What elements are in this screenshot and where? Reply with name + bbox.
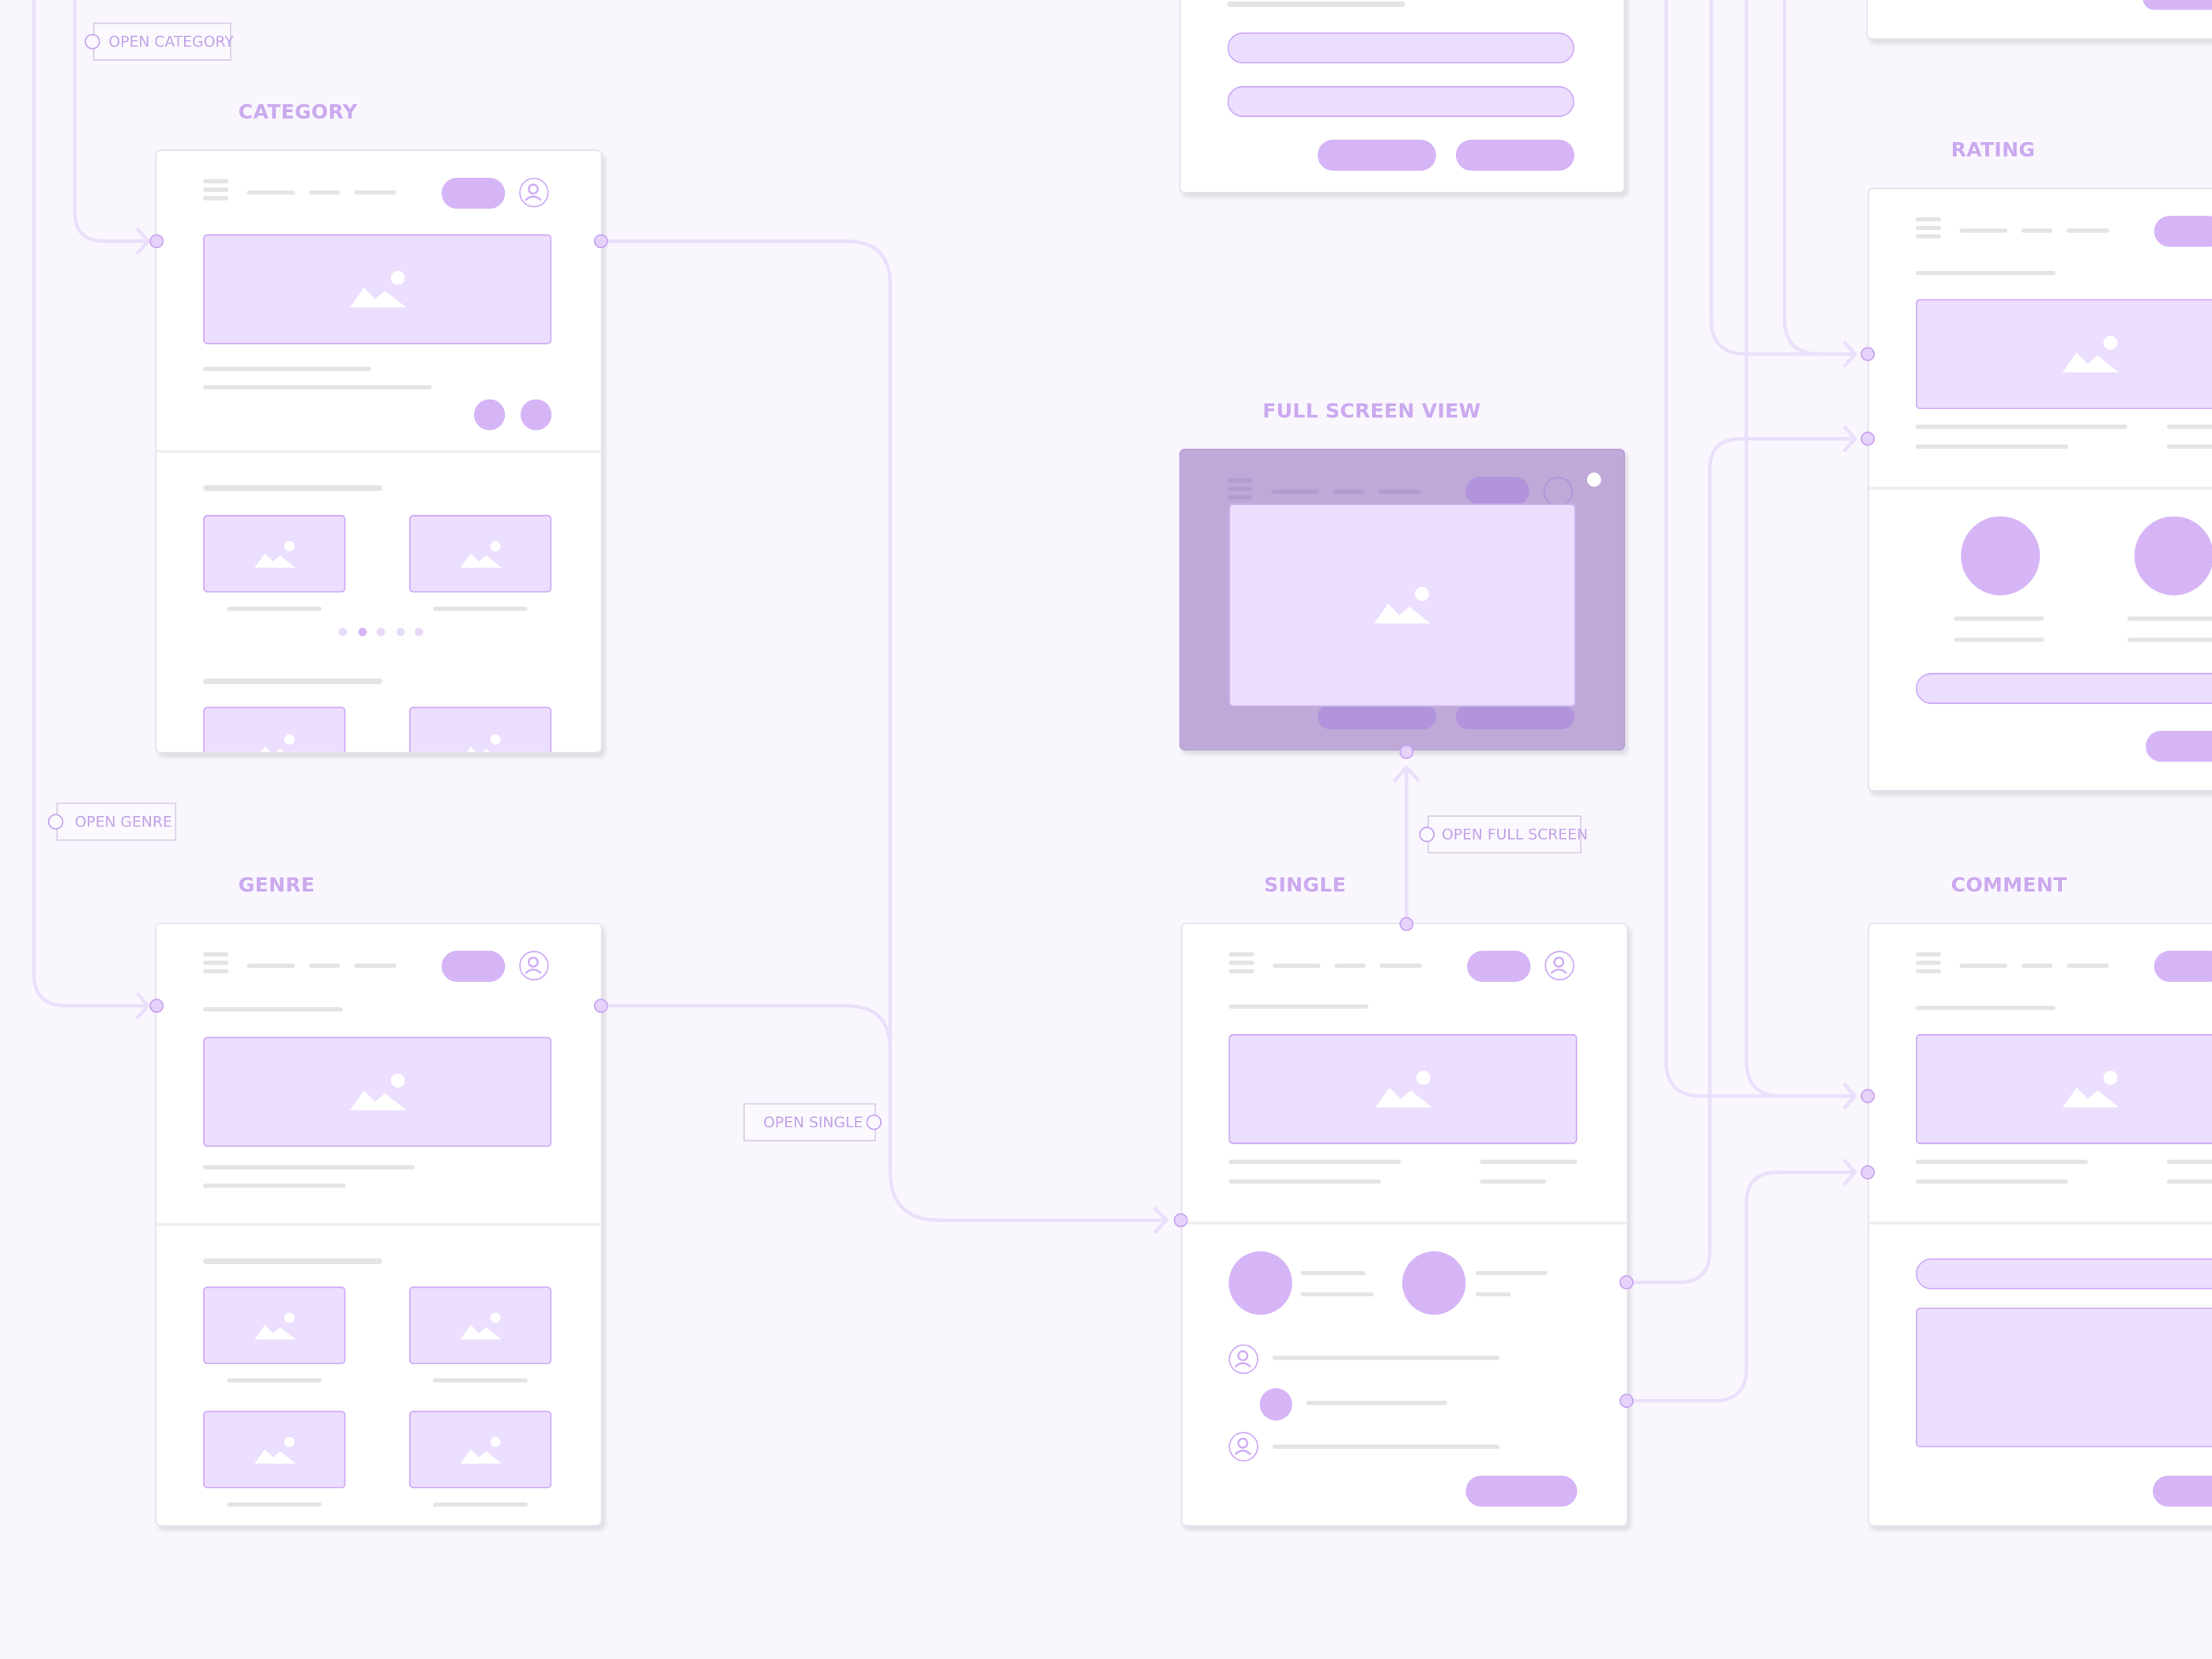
- tag-port[interactable]: [47, 814, 64, 830]
- carousel-dot[interactable]: [396, 627, 405, 637]
- tag-open-category: OPEN CATEGORY: [92, 22, 234, 61]
- form-field[interactable]: [1227, 32, 1574, 64]
- hero-image-placeholder-icon: [1915, 1033, 2212, 1145]
- hero-image-placeholder-icon: [1915, 299, 2212, 409]
- menu-icon[interactable]: [1915, 952, 1942, 974]
- menu-icon: [1227, 478, 1253, 500]
- thumbnail-image-placeholder-icon[interactable]: [203, 514, 346, 592]
- nav-button[interactable]: [2154, 950, 2212, 982]
- submit-button[interactable]: [1465, 1475, 1578, 1507]
- thumbnail-image-placeholder-icon[interactable]: [203, 706, 346, 752]
- action-button[interactable]: [473, 399, 506, 431]
- connector-port[interactable]: [1860, 1164, 1875, 1179]
- screen-category: [155, 149, 603, 754]
- screen-title-comment: COMMENT: [1951, 875, 2067, 897]
- thumbnail-image-placeholder-icon[interactable]: [408, 1286, 552, 1364]
- nav-button[interactable]: [1467, 950, 1531, 982]
- connector-port[interactable]: [593, 234, 608, 249]
- menu-icon[interactable]: [203, 952, 229, 974]
- action-button[interactable]: [520, 399, 552, 431]
- rating-avatar[interactable]: [2134, 516, 2212, 596]
- screen-top-right-partial: [1866, 0, 2212, 40]
- carousel-dot-active[interactable]: [358, 627, 367, 637]
- user-avatar-icon[interactable]: [1544, 950, 1574, 981]
- connector-port[interactable]: [1399, 916, 1414, 931]
- screen-form-partial: [1179, 0, 1626, 194]
- screen-title-rating: RATING: [1951, 139, 2036, 163]
- hero-image-placeholder-icon: [203, 1036, 552, 1147]
- menu-icon[interactable]: [1915, 216, 1942, 239]
- thumbnail-image-placeholder-icon[interactable]: [203, 1410, 346, 1488]
- tag-port[interactable]: [1419, 826, 1435, 843]
- screen-title-category: CATEGORY: [238, 101, 358, 125]
- rating-avatar[interactable]: [1961, 516, 2041, 596]
- thumbnail-image-placeholder-icon[interactable]: [408, 706, 552, 752]
- thumbnail-image-placeholder-icon[interactable]: [408, 514, 552, 592]
- tag-port[interactable]: [866, 1114, 882, 1130]
- comment-textarea[interactable]: [1915, 1307, 2212, 1448]
- secondary-button[interactable]: [1317, 139, 1436, 171]
- tag-open-genre: OPEN GENRE: [56, 803, 177, 841]
- rating-input[interactable]: [1915, 672, 2212, 705]
- screen-title-full-screen-view: FULL SCREEN VIEW: [1262, 401, 1481, 423]
- connector-port[interactable]: [593, 999, 608, 1014]
- connector-port[interactable]: [1619, 1394, 1634, 1409]
- menu-icon[interactable]: [1228, 952, 1255, 974]
- hero-image-placeholder-icon: [203, 234, 552, 344]
- reply-avatar: [1259, 1388, 1292, 1421]
- tag-open-single: OPEN SINGLE: [743, 1103, 876, 1142]
- full-screen-image-placeholder-icon: [1228, 503, 1576, 707]
- nav-button[interactable]: [441, 950, 506, 982]
- menu-icon[interactable]: [203, 179, 229, 201]
- screen-comment: [1868, 922, 2212, 1527]
- connector-port[interactable]: [1399, 744, 1414, 759]
- commenter-avatar-icon: [1228, 1344, 1258, 1375]
- nav-button[interactable]: [2154, 216, 2212, 247]
- user-avatar-icon[interactable]: [519, 950, 549, 981]
- form-field[interactable]: [1227, 85, 1574, 118]
- tag-open-full-screen: OPEN FULL SCREEN: [1428, 815, 1588, 854]
- submit-button[interactable]: [2146, 730, 2212, 762]
- screen-rating: [1868, 187, 2212, 792]
- thumbnail-image-placeholder-icon[interactable]: [408, 1410, 552, 1488]
- user-avatar-icon[interactable]: [519, 177, 549, 208]
- carousel-dot[interactable]: [414, 627, 423, 637]
- thumbnail-image-placeholder-icon[interactable]: [203, 1286, 346, 1364]
- screen-title-genre: GENRE: [238, 875, 315, 897]
- screen-title-single: SINGLE: [1263, 875, 1346, 897]
- connector-port[interactable]: [1860, 347, 1875, 362]
- nav-button[interactable]: [441, 177, 506, 209]
- connector-port[interactable]: [149, 234, 164, 249]
- connector-port[interactable]: [1173, 1213, 1188, 1228]
- connector-port[interactable]: [1619, 1275, 1634, 1290]
- rating-avatar[interactable]: [1228, 1251, 1292, 1315]
- connector-port[interactable]: [1860, 431, 1875, 446]
- hero-image-placeholder-icon[interactable]: [1228, 1033, 1578, 1145]
- connector-port[interactable]: [149, 999, 164, 1014]
- carousel-dot[interactable]: [338, 627, 348, 637]
- connector-port[interactable]: [1860, 1089, 1875, 1104]
- submit-button[interactable]: [2152, 1475, 2212, 1507]
- primary-button[interactable]: [1455, 139, 1574, 171]
- tag-port[interactable]: [85, 33, 100, 50]
- close-dot-icon[interactable]: [1586, 472, 1601, 487]
- carousel-dot[interactable]: [376, 627, 386, 637]
- commenter-avatar-icon: [1228, 1431, 1258, 1462]
- screen-genre: [155, 922, 603, 1527]
- rating-avatar[interactable]: [1401, 1251, 1466, 1315]
- comment-name-input[interactable]: [1915, 1258, 2212, 1290]
- screen-single: [1180, 922, 1628, 1527]
- screen-full-screen-view: [1179, 448, 1626, 750]
